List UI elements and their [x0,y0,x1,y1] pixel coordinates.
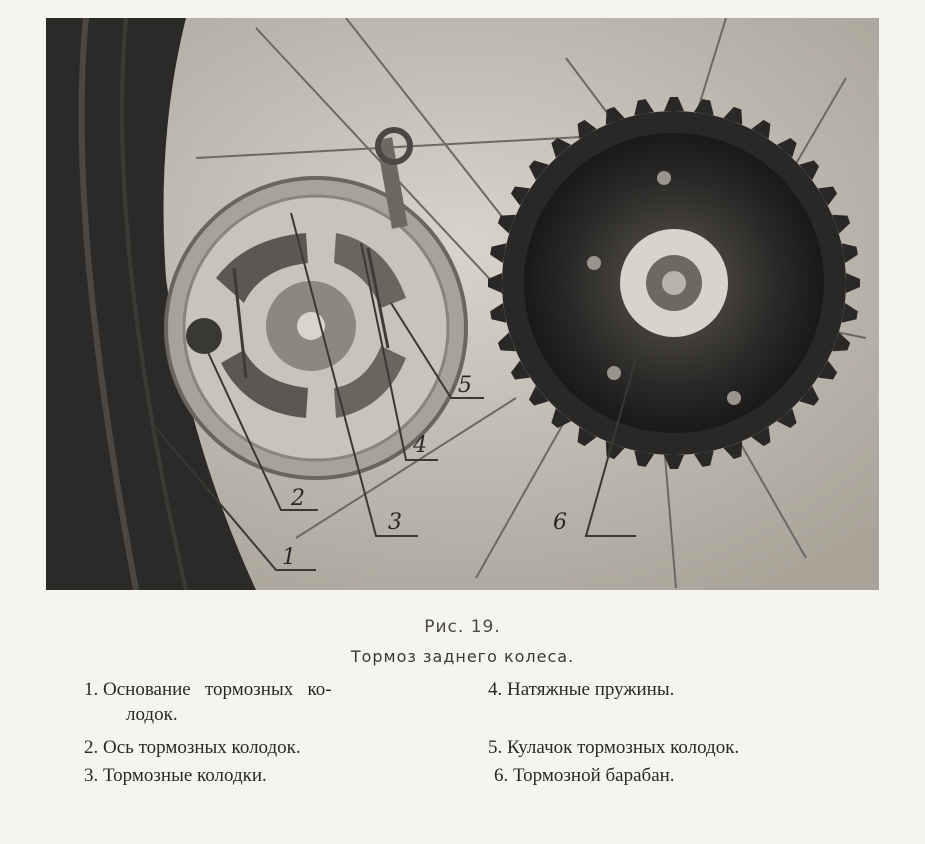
callout-6: 6 [553,510,567,535]
legend-text: Натяжные пружины. [507,679,675,700]
legend-item-6: 6. Тормозной барабан. [494,764,675,789]
legend-text-cont: лодок. [126,704,178,725]
legend-item-3: 3. Тормозные колодки. [84,764,267,789]
legend-num: 6. [494,765,509,786]
legend-item-1-cont: лодок. [126,703,178,728]
legend-item-5: 5. Кулачок тормозных колодок. [488,736,739,761]
callout-1: 1 [282,545,296,570]
legend-text: Ось тормозных колодок. [103,737,301,758]
legend-text: Кулачок тормозных колодок. [507,737,740,758]
legend-item-1: 1. Основание тормозных ко- [84,678,332,703]
legend-num: 2. [84,737,99,758]
callout-5: 5 [458,373,472,398]
legend-num: 1. [84,679,99,700]
callout-3: 3 [388,510,402,535]
legend-text: Тормозные колодки. [103,765,267,786]
legend-text: Основание тормозных ко- [103,679,332,700]
figure-number: Рис. 19. [424,617,501,637]
brake-photo: 1 2 3 4 5 6 [46,18,879,590]
callout-2: 2 [291,486,305,511]
legend-num: 4. [488,679,503,700]
legend-num: 3. [84,765,99,786]
legend-num: 5. [488,737,503,758]
callout-4: 4 [413,433,427,458]
legend-item-4: 4. Натяжные пружины. [488,678,674,703]
legend-text: Тормозной барабан. [513,765,675,786]
legend-item-2: 2. Ось тормозных колодок. [84,736,301,761]
figure-title: Тормоз заднего колеса. [350,647,575,666]
